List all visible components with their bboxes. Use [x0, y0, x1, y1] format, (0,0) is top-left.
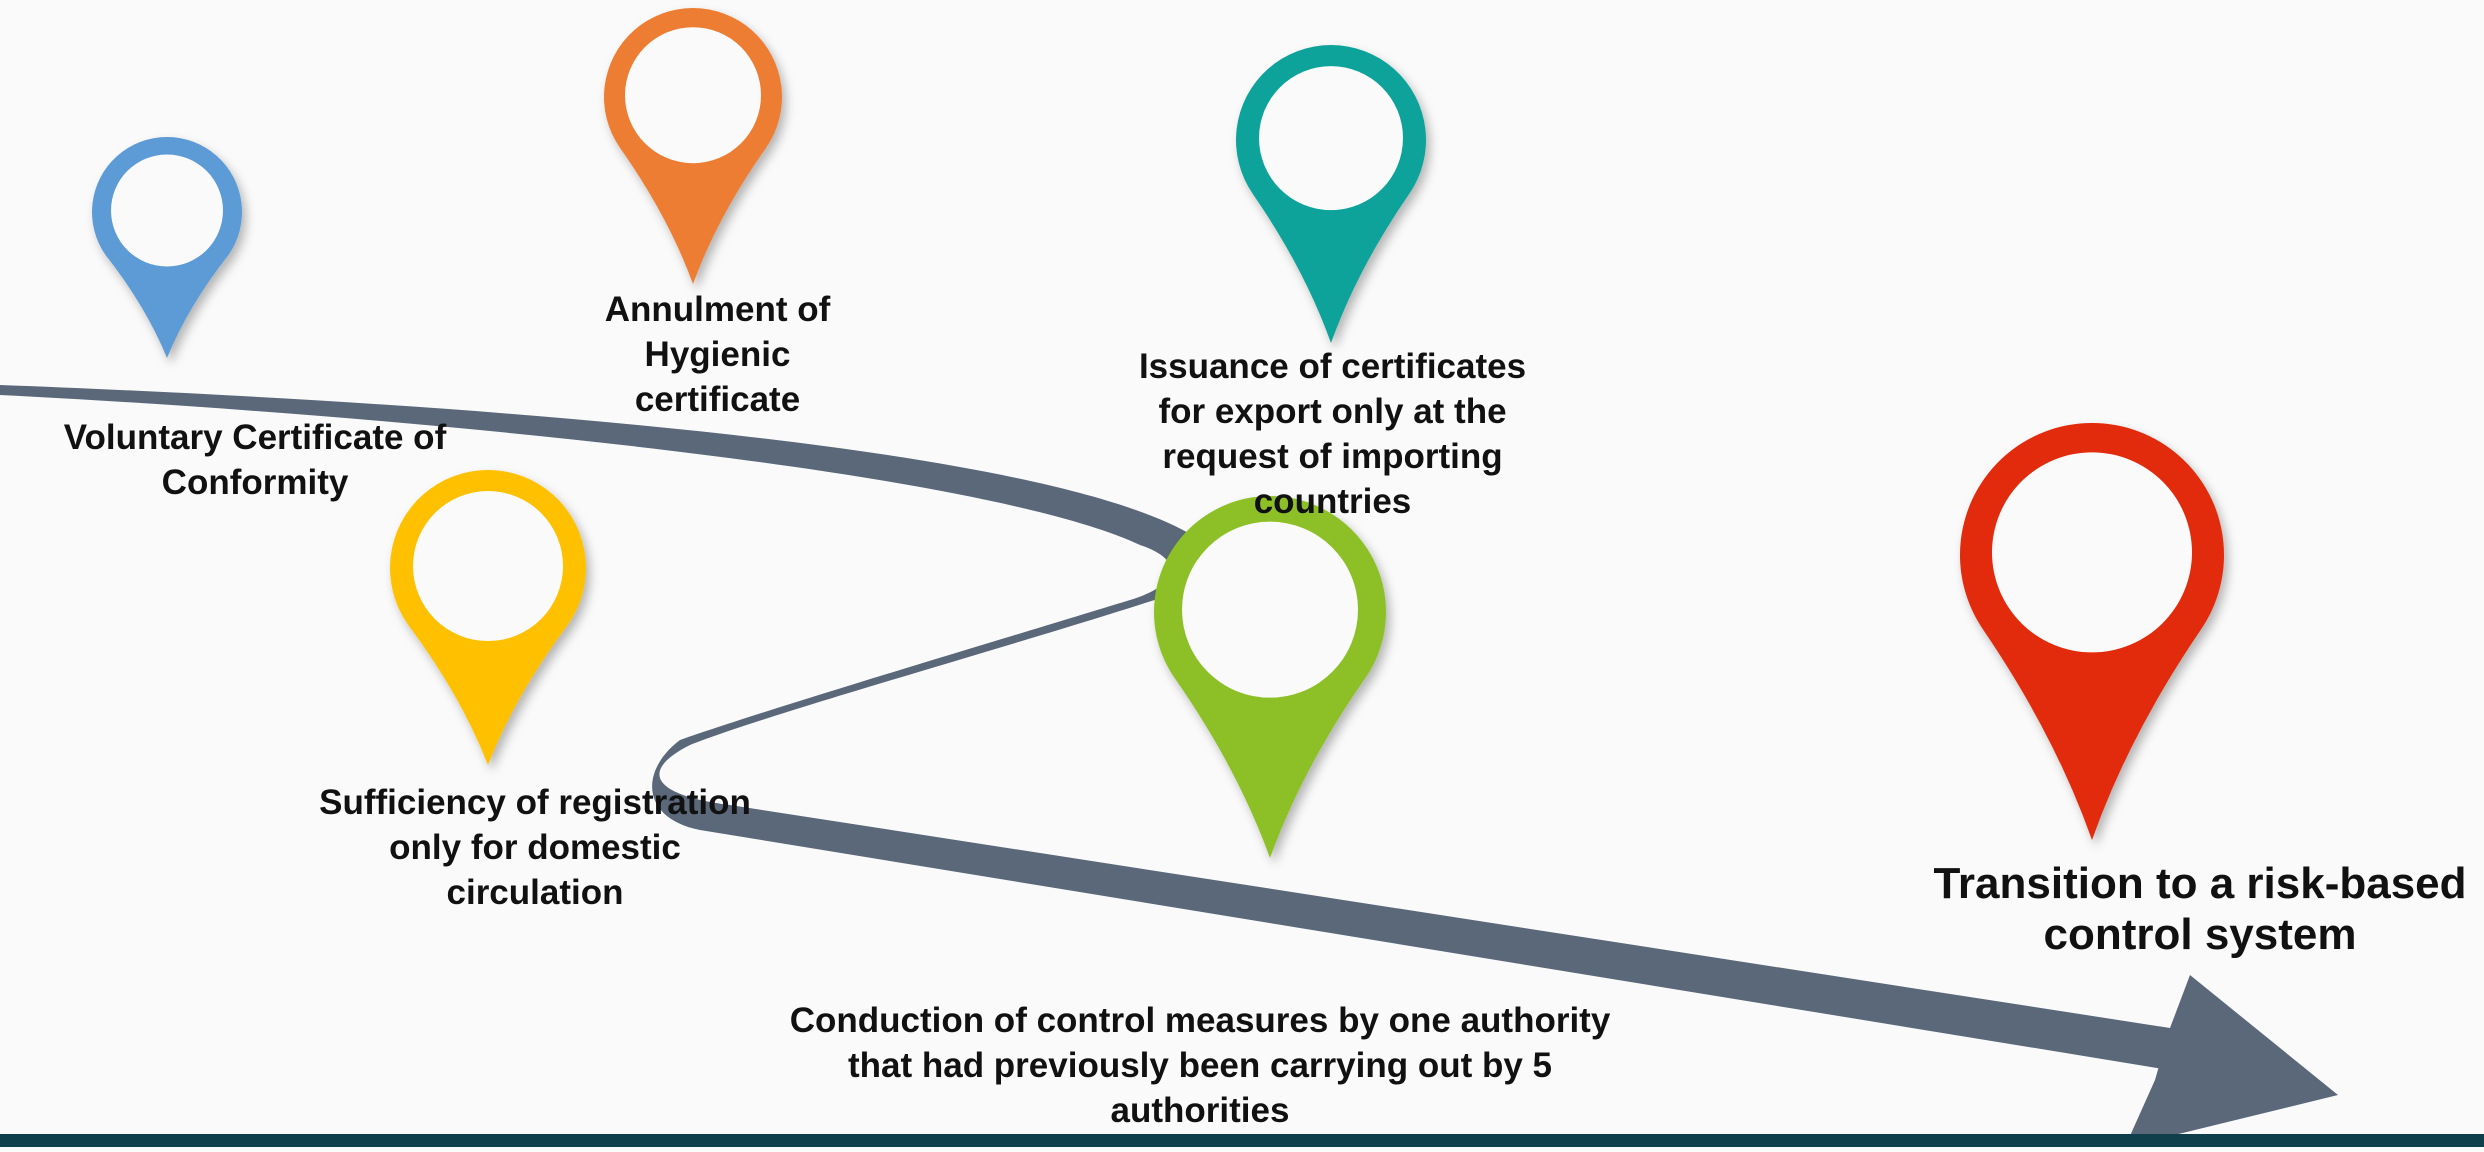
map-pin-icon	[1236, 45, 1426, 343]
road-arrow-head	[2125, 975, 2338, 1147]
milestone-label-risk-based: Transition to a risk-based control syste…	[1933, 859, 2467, 959]
map-pin-hole	[1259, 66, 1403, 211]
map-pin-icon	[390, 470, 586, 765]
milestone-label-single-authority: Conduction of control measures by one au…	[789, 1001, 1611, 1130]
map-pin-hole	[625, 27, 761, 164]
map-pin-hole	[1992, 452, 2192, 653]
milestone-label-voluntary-certificate: Voluntary Certificate of Conformity	[63, 418, 447, 502]
map-pin-hole	[1182, 521, 1358, 698]
map-pin-hole	[111, 154, 223, 267]
milestone-label-export-certificates: Issuance of certificates for export only…	[1138, 347, 1527, 521]
map-pin-icon	[92, 137, 243, 358]
map-pin-icon	[1960, 423, 2225, 840]
map-pin-icon	[1154, 495, 1386, 858]
roadmap-road	[0, 385, 2338, 1147]
map-pin-icon	[604, 8, 782, 284]
road-path	[0, 385, 2200, 1075]
footer-bar	[0, 1134, 2484, 1147]
map-pin-hole	[413, 491, 563, 642]
milestone-label-registration-domestic: Sufficiency of registration only for dom…	[319, 783, 751, 912]
milestone-label-hygienic-certificate: Annulment of Hygienic certificate	[604, 290, 831, 419]
